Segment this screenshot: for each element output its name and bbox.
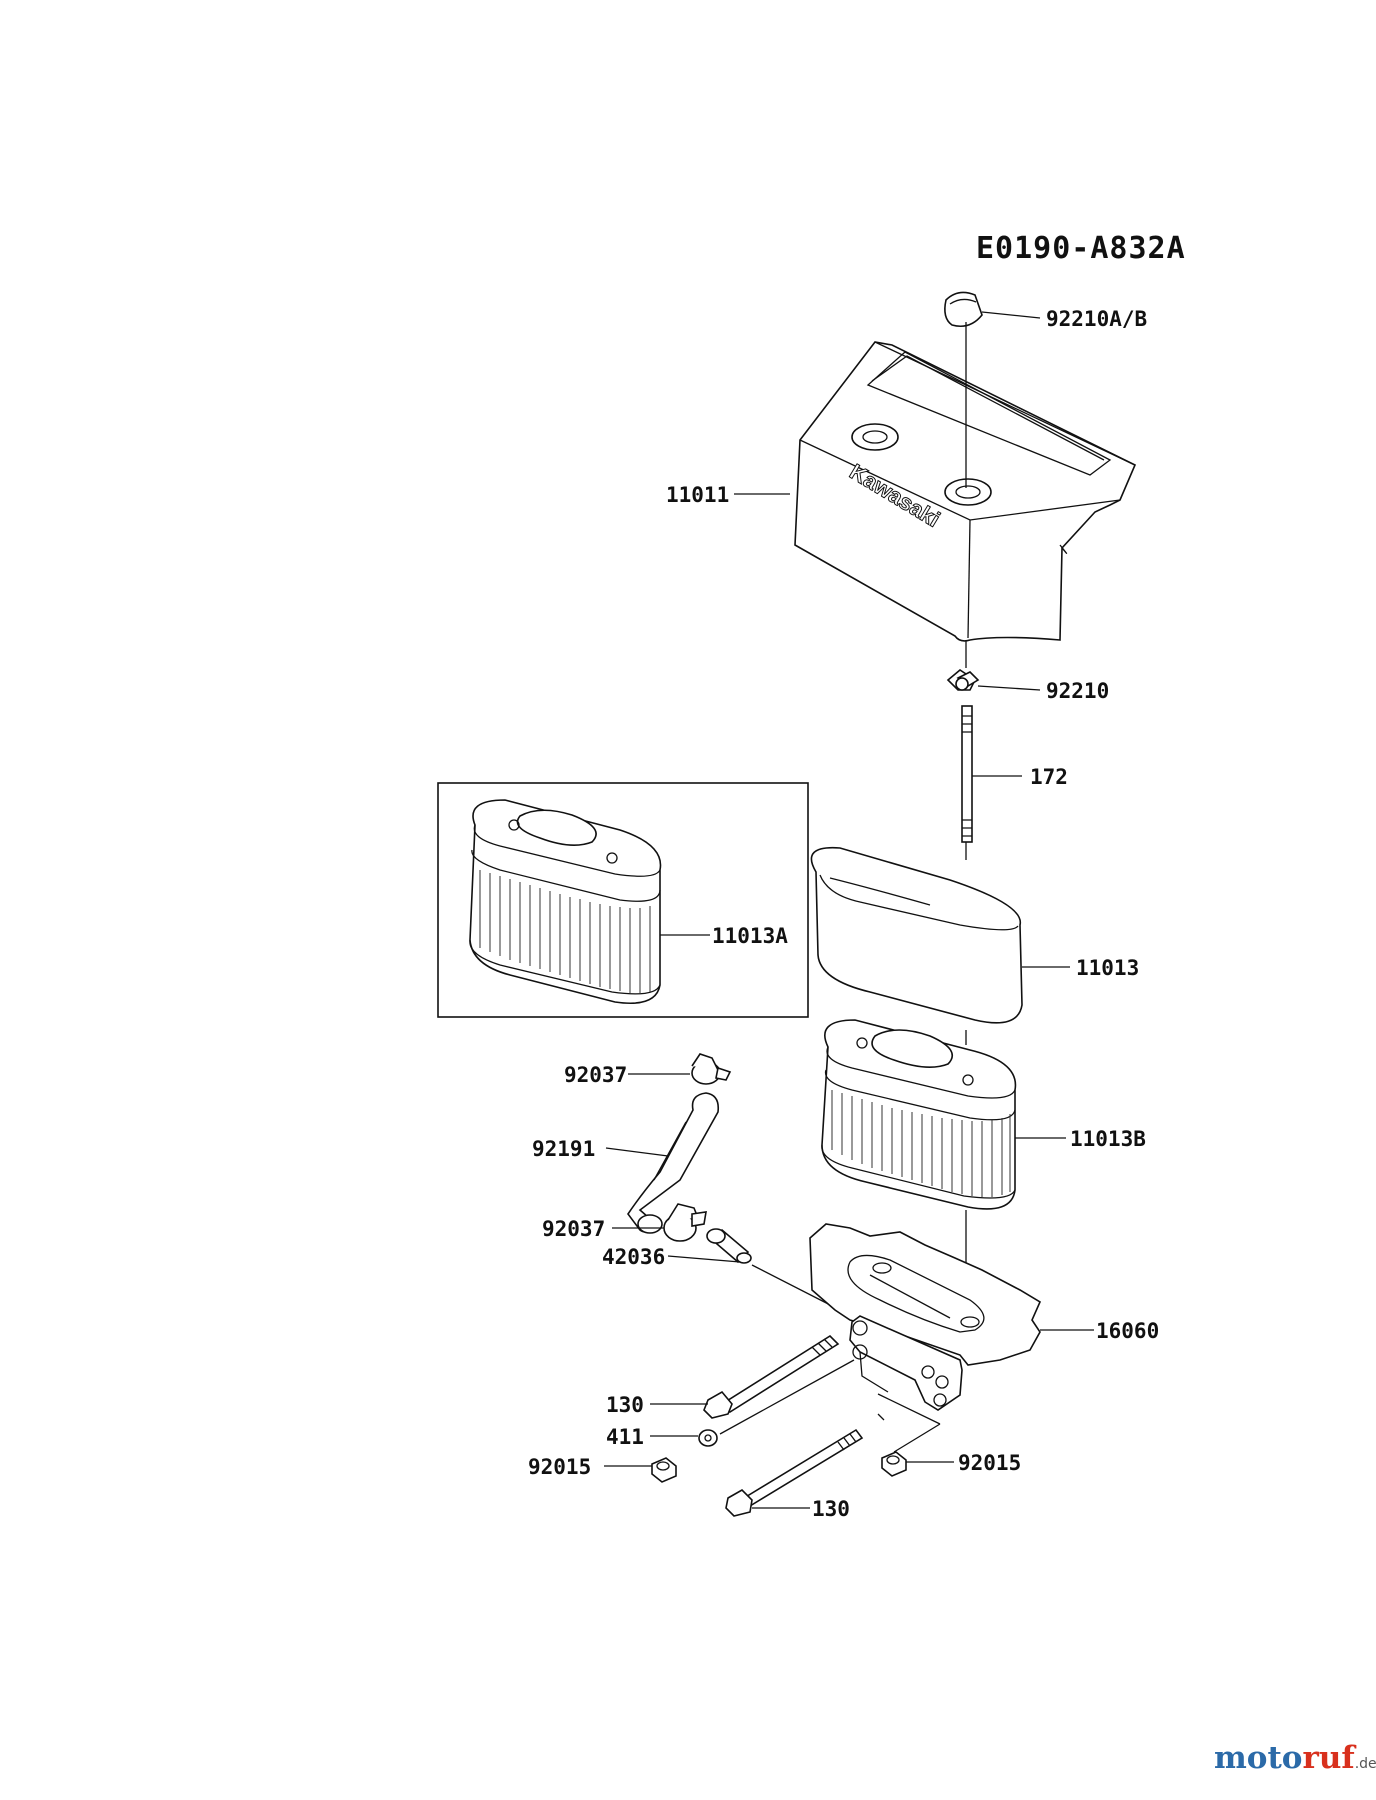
- inset-box: [437, 782, 809, 1018]
- watermark-part2: ruf: [1302, 1740, 1356, 1776]
- wing-nut-part: [946, 669, 980, 691]
- label-hose: 92191: [532, 1137, 595, 1161]
- label-bolt-lower: 130: [812, 1497, 850, 1521]
- hose-clamp-top-part: [691, 1053, 732, 1085]
- nut-right-part: [881, 1451, 907, 1477]
- label-cap: 92210A/B: [1046, 307, 1147, 331]
- label-cover: 11011: [666, 483, 729, 507]
- label-stud: 172: [1030, 765, 1068, 789]
- pre-cleaner-part: [810, 846, 1023, 1024]
- label-nut-left: 92015: [528, 1455, 591, 1479]
- label-base: 16060: [1096, 1319, 1159, 1343]
- diagram-code: E0190-A832A: [976, 231, 1186, 266]
- bolt-upper-part: [703, 1334, 840, 1419]
- knob-cap-part: [944, 291, 983, 328]
- nut-left-part: [651, 1457, 677, 1483]
- filter-element-part: [821, 1019, 1017, 1210]
- filter-element-inset-part: [469, 799, 662, 1004]
- stud-bolt-part: [961, 705, 973, 843]
- label-washer: 411: [606, 1425, 644, 1449]
- label-fitting: 42036: [602, 1245, 665, 1269]
- label-inset-filter: 11013A: [712, 924, 788, 948]
- label-wingnut: 92210: [1046, 679, 1109, 703]
- label-nut-right: 92015: [958, 1451, 1021, 1475]
- label-bolt-upper: 130: [606, 1393, 644, 1417]
- watermark: motoruf.de: [1214, 1740, 1376, 1776]
- leader-wingnut: [977, 685, 1041, 691]
- leader-hose: [605, 1147, 669, 1157]
- label-clamp-bottom: 92037: [542, 1217, 605, 1241]
- hose-clamp-bottom-part: [663, 1203, 707, 1242]
- watermark-part1: moto: [1214, 1740, 1302, 1776]
- label-precleaner: 11013: [1076, 956, 1139, 980]
- watermark-suffix: .de: [1355, 1756, 1376, 1772]
- washer-part: [698, 1429, 718, 1447]
- air-cleaner-base-part: [809, 1223, 1042, 1411]
- bolt-lower-part: [725, 1428, 864, 1517]
- air-cleaner-cover-part: Kawasaki: [794, 341, 1137, 642]
- label-clamp-top: 92037: [564, 1063, 627, 1087]
- leader-cap: [981, 311, 1041, 319]
- breather-fitting-part: [706, 1228, 752, 1264]
- leader-fitting: [667, 1255, 741, 1263]
- label-filter: 11013B: [1070, 1127, 1146, 1151]
